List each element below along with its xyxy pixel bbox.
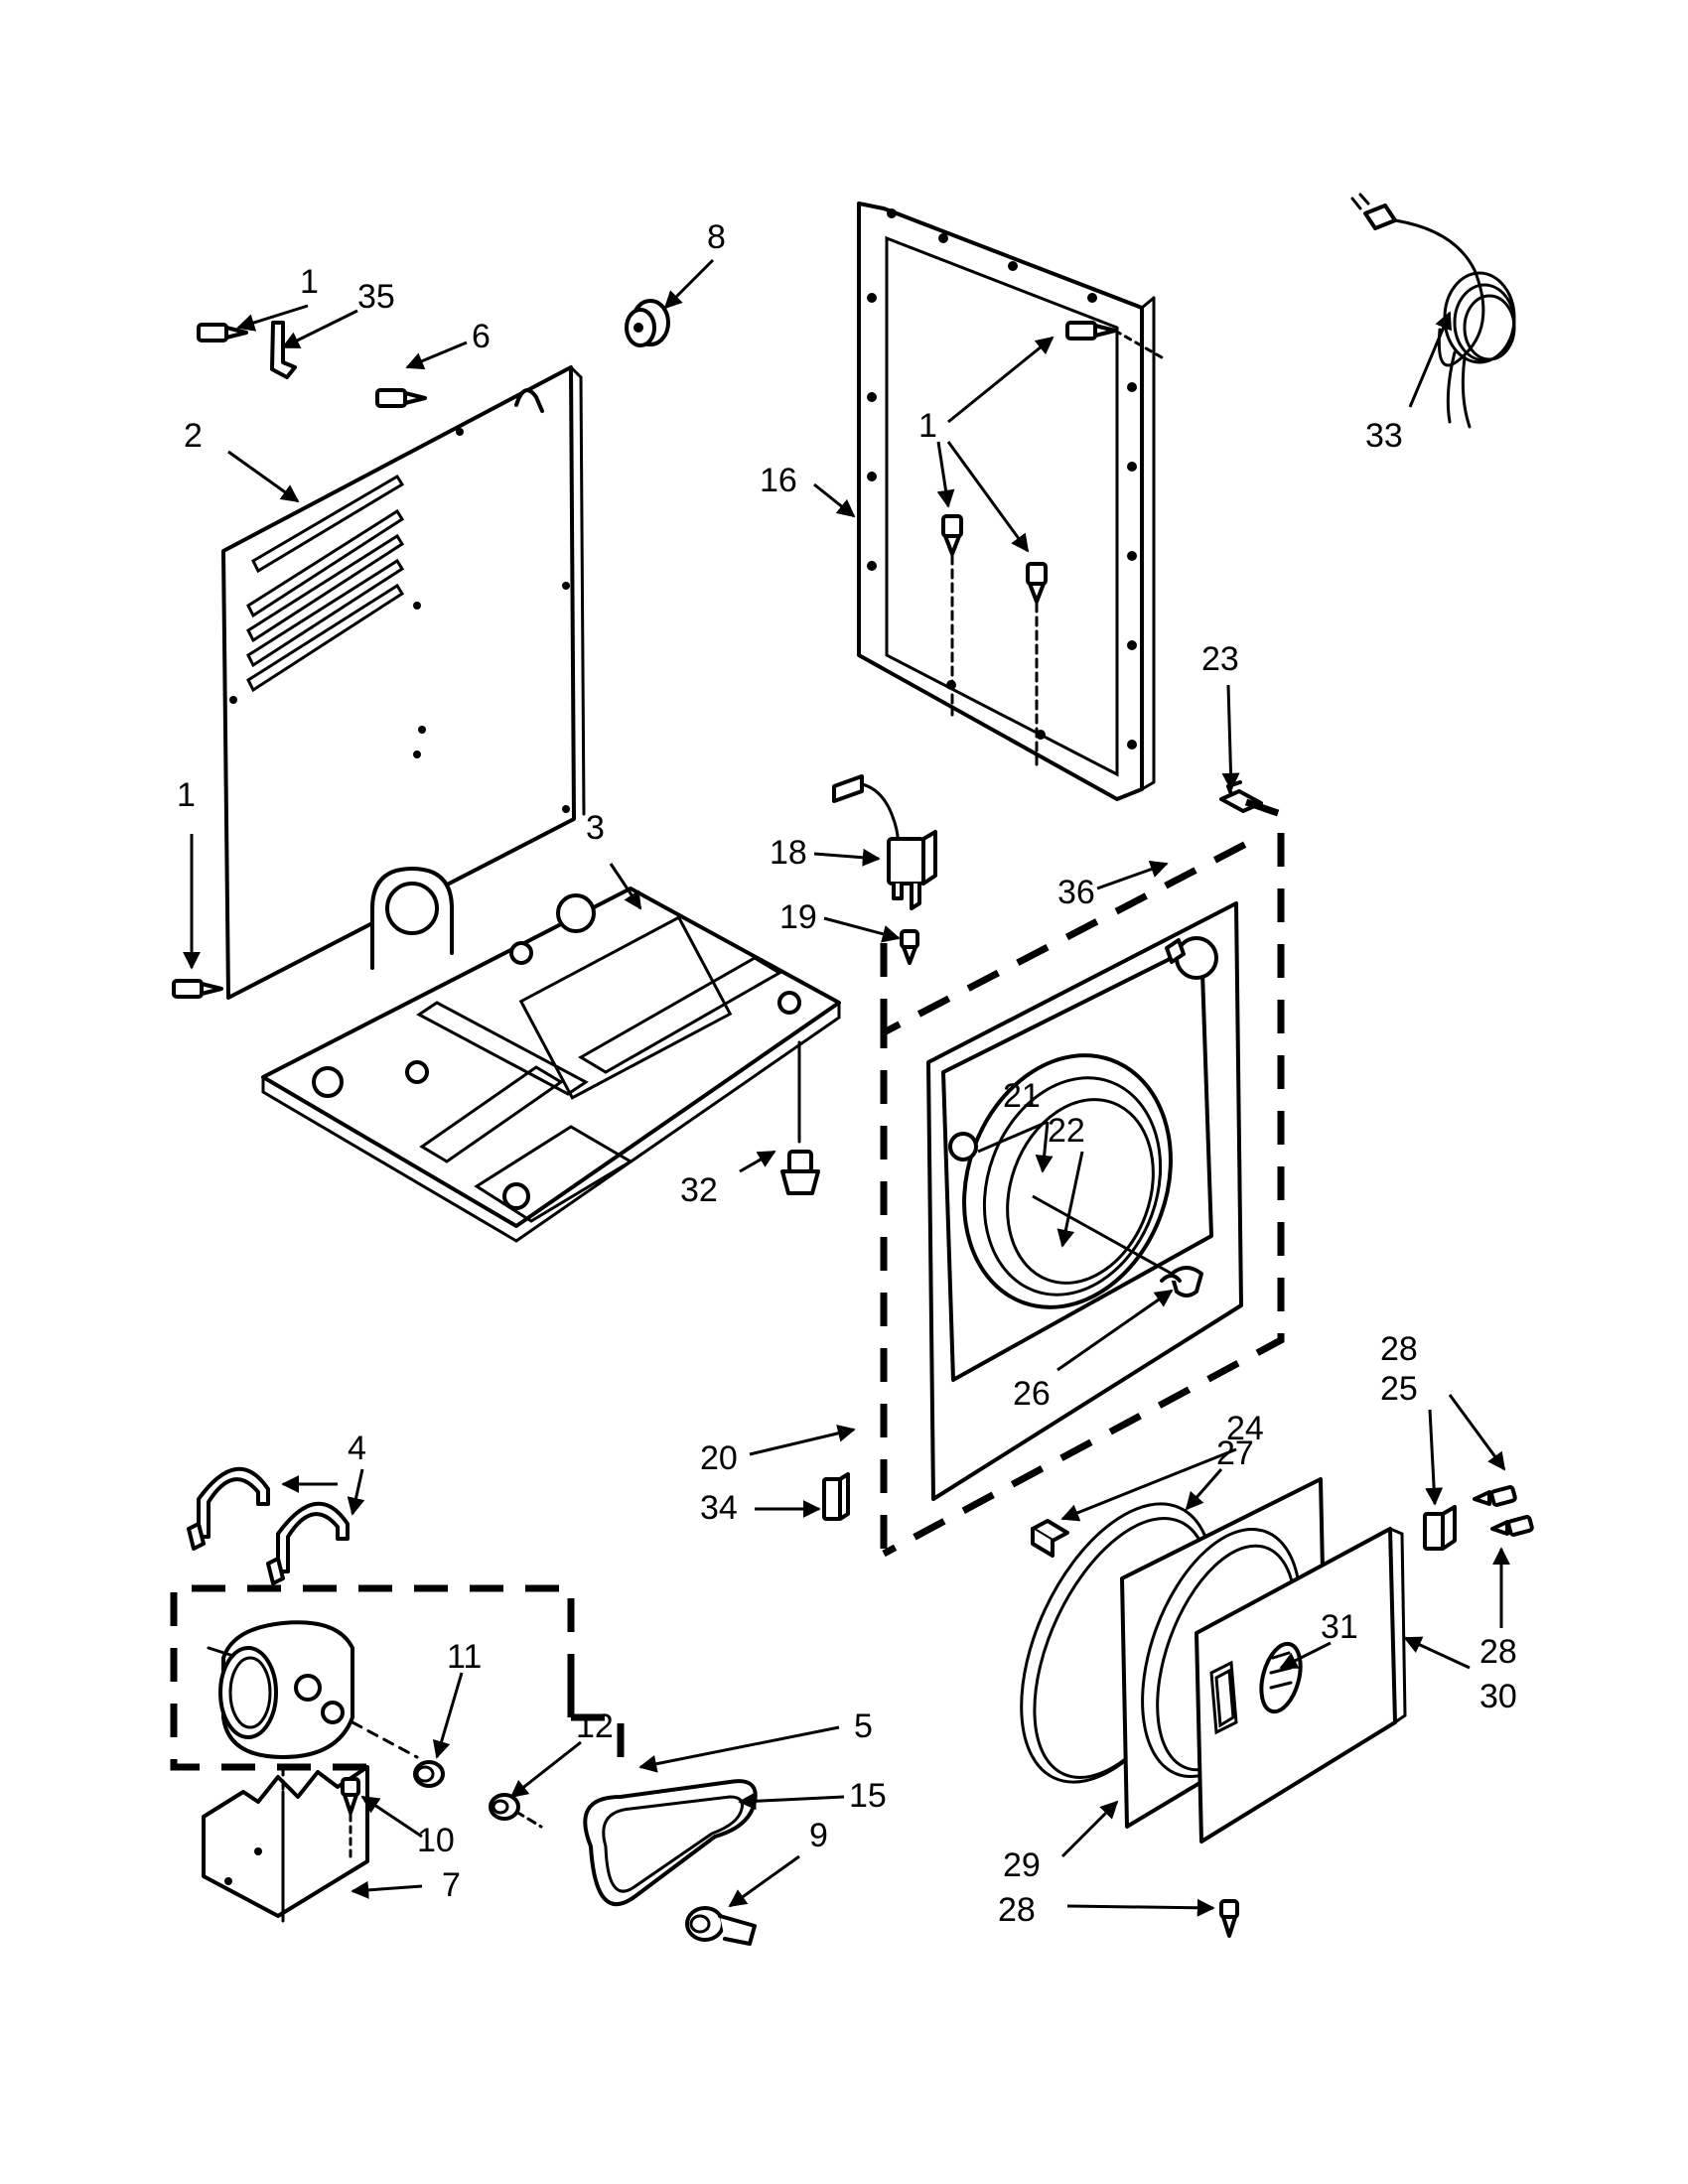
screw-28a	[1473, 1485, 1517, 1507]
screw-28c	[1219, 1899, 1239, 1938]
callout-25: 25	[1380, 1370, 1418, 1408]
leveling-leg	[780, 1040, 820, 1195]
callout-16: 16	[760, 462, 797, 499]
callout-7: 7	[442, 1866, 461, 1904]
callout-18: 18	[770, 834, 807, 872]
callout-1c: 1	[918, 407, 937, 445]
callout-32: 32	[680, 1171, 718, 1209]
callout-24: 24	[1226, 1410, 1264, 1447]
screw-1c	[1065, 321, 1164, 359]
callout-36: 36	[1057, 874, 1095, 911]
drive-motor	[207, 1620, 419, 1759]
callout-1a: 1	[300, 263, 319, 301]
motor-mount	[202, 1765, 369, 1923]
screw-1a	[197, 323, 248, 342]
screw-1e	[1026, 562, 1048, 766]
screw-10	[341, 1777, 360, 1858]
leader-lines	[183, 258, 1510, 1917]
callout-23: 23	[1201, 640, 1239, 678]
callout-10: 10	[417, 1822, 455, 1859]
callout-1b: 1	[177, 776, 196, 814]
callout-28a: 28	[1380, 1330, 1418, 1368]
callout-4: 4	[348, 1430, 366, 1467]
callout-27: 27	[1216, 1434, 1254, 1472]
callout-9: 9	[809, 1817, 828, 1854]
motor-assembly-outline	[170, 1584, 625, 1777]
motor-clamps	[187, 1466, 350, 1585]
callout-15: 15	[849, 1777, 887, 1815]
screw-28b	[1490, 1515, 1534, 1537]
callout-30: 30	[1479, 1678, 1517, 1715]
callout-35: 35	[357, 278, 395, 316]
idler-12	[489, 1793, 543, 1829]
idler-pulley-9	[685, 1906, 757, 1946]
callout-26: 26	[1013, 1375, 1051, 1413]
callout-22: 22	[1048, 1112, 1085, 1150]
callout-3: 3	[586, 809, 605, 847]
pulley-11	[413, 1760, 445, 1788]
callout-28b: 28	[1479, 1633, 1517, 1671]
callout-5: 5	[854, 1707, 873, 1745]
front-panel-assembly-outline	[880, 798, 1285, 1558]
door-strike-24	[1031, 1519, 1069, 1558]
screw-1b	[172, 979, 223, 999]
callout-29: 29	[1003, 1846, 1041, 1884]
door-switch	[832, 774, 937, 910]
clip-35	[270, 321, 297, 379]
callout-20: 20	[700, 1439, 738, 1477]
rear-panel-louvers	[246, 474, 405, 693]
callout-labels: 1 35 6 2 1 3 8 1 16 33 23 18 19 36 21 22…	[177, 218, 1517, 1929]
callout-34: 34	[700, 1489, 738, 1527]
rear-panel-holes	[229, 428, 570, 813]
hinge-25	[1423, 1505, 1457, 1551]
callout-33: 33	[1365, 417, 1403, 455]
rear-panel	[221, 365, 586, 1000]
power-cord	[1350, 193, 1516, 429]
bulkhead-frame	[857, 202, 1156, 801]
base-pan	[261, 887, 841, 1243]
callout-19: 19	[779, 898, 817, 936]
bearing	[625, 299, 670, 347]
callout-8: 8	[707, 218, 726, 256]
clip-34	[822, 1472, 850, 1521]
callout-2: 2	[184, 417, 203, 455]
front-panel	[926, 901, 1243, 1501]
callout-28c: 28	[998, 1891, 1036, 1929]
screw-6	[375, 388, 427, 408]
drive-belt	[583, 1779, 758, 1907]
callout-31: 31	[1321, 1608, 1358, 1646]
callout-11: 11	[447, 1638, 482, 1676]
callout-6: 6	[472, 318, 491, 355]
callout-12: 12	[576, 1707, 614, 1745]
screw-1d	[941, 514, 963, 717]
screw-19	[900, 929, 919, 965]
callout-21: 21	[1003, 1077, 1041, 1115]
